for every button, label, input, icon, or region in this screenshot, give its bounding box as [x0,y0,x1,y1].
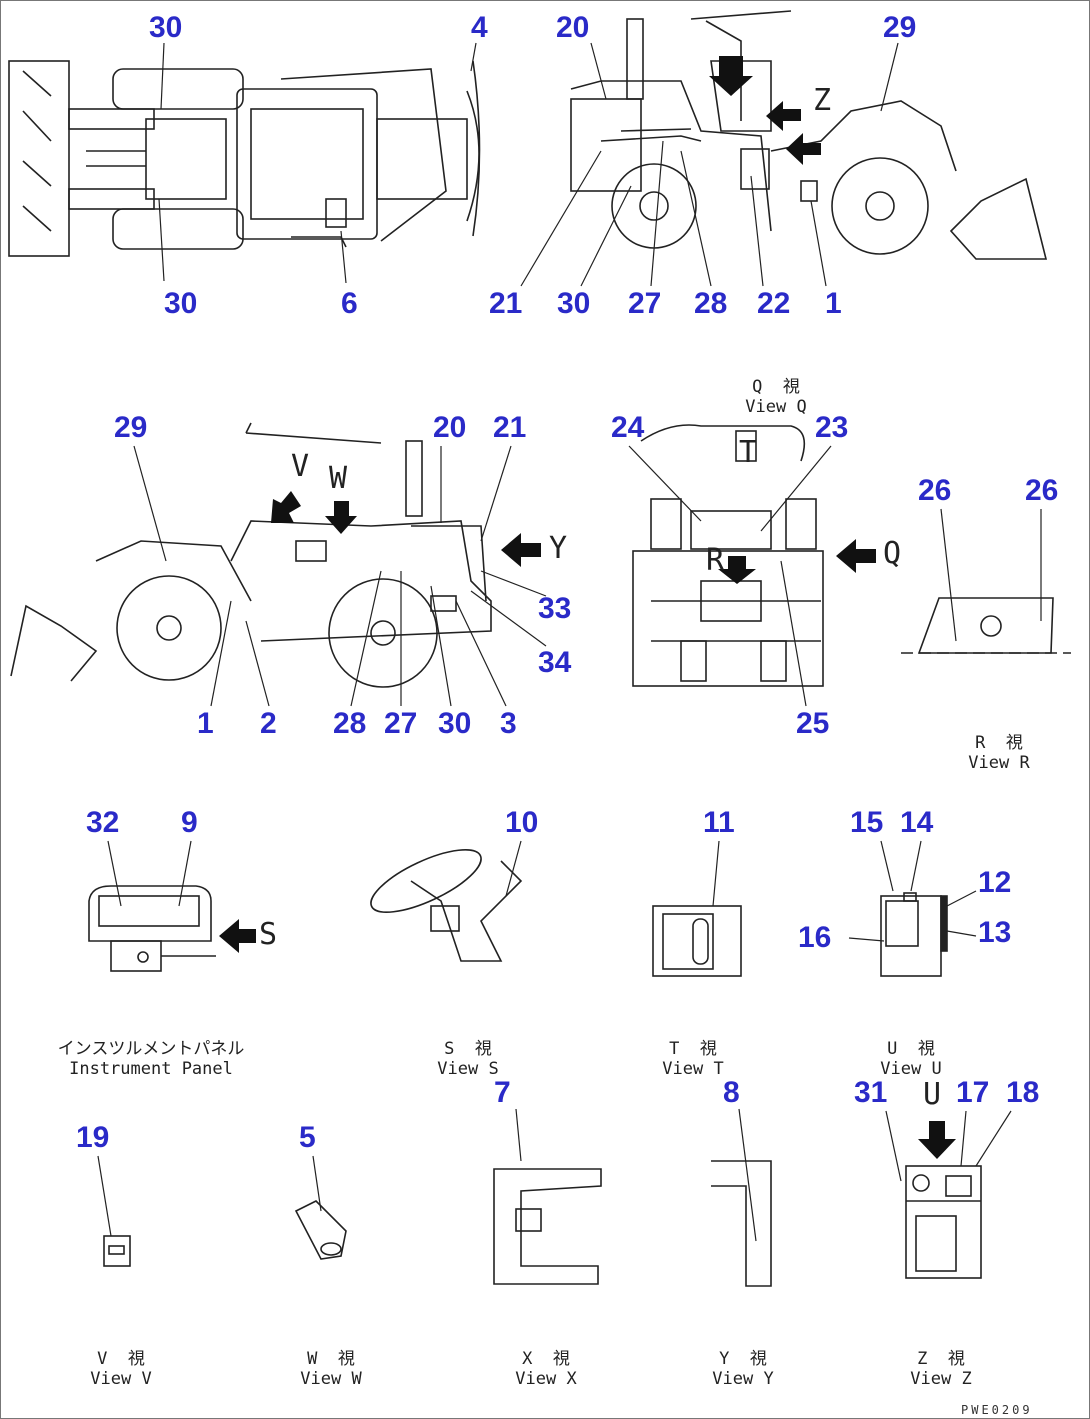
callout-16: 16 [798,921,832,954]
callout-1-q: 1 [825,287,842,320]
callout-9: 9 [181,806,198,839]
callout-8: 8 [723,1076,740,1109]
view-marker-v: V [291,449,310,484]
callout-21-q: 21 [489,287,523,320]
callout-22: 22 [757,287,791,320]
view-w-drawing [294,1200,347,1260]
callout-7: 7 [494,1076,511,1109]
callout-1-side: 1 [197,707,214,740]
arrow-y [501,533,541,567]
machine-right-side-view [570,10,1048,260]
callout-24: 24 [611,411,645,444]
view-marker-u: U [923,1077,942,1112]
callout-6: 6 [341,287,358,320]
callout-12: 12 [978,866,1012,899]
view-marker-s: S [259,917,278,952]
callout-20-side: 20 [433,411,467,444]
arrow-q-2 [766,101,801,131]
view-t-drawing [652,905,742,977]
callout-30-side: 30 [438,707,472,740]
callout-31: 31 [854,1076,888,1109]
view-arrows [219,56,956,1159]
view-marker-t: T [739,435,758,470]
callout-27-side: 27 [384,707,418,740]
arrow-s [219,919,256,953]
view-y-drawing [711,1160,772,1287]
view-marker-q: Q [883,536,902,571]
callout-30-bottom: 30 [164,287,198,320]
machine-left-side-view [10,422,492,688]
callout-3: 3 [500,707,517,740]
callout-32: 32 [86,806,120,839]
callout-29-side: 29 [114,411,148,444]
callout-5: 5 [299,1121,316,1154]
callout-29-q: 29 [883,11,917,44]
callout-30-q: 30 [557,287,591,320]
callout-2: 2 [260,707,277,740]
view-marker-y: Y [549,531,568,566]
callout-19: 19 [76,1121,110,1154]
callout-15: 15 [850,806,884,839]
leader-lines [97,42,1042,1242]
callout-18: 18 [1006,1076,1040,1109]
callout-25: 25 [796,707,830,740]
callout-26-left: 26 [918,474,952,507]
view-marker-z: Z [813,83,832,118]
callout-34: 34 [538,646,572,679]
callout-21-side: 21 [493,411,527,444]
arrow-w [325,501,357,534]
callout-20-q: 20 [556,11,590,44]
callout-30-top: 30 [149,11,183,44]
view-marker-r: R [706,543,725,578]
callout-26-right: 26 [1025,474,1059,507]
arrow-q-1 [709,56,753,96]
steering-column-drawing [370,849,523,962]
machine-top-view [8,60,481,257]
arrow-u [918,1121,956,1159]
callout-28-q: 28 [694,287,728,320]
arrow-r-side [836,539,876,573]
view-u-drawing [880,892,948,977]
drawing-code: PWE0209 [961,1403,1033,1417]
machine-rear-view [632,424,1071,687]
callout-17: 17 [956,1076,990,1109]
view-marker-w: W [329,461,348,496]
arrow-v [271,491,301,523]
callout-13: 13 [978,916,1012,949]
arrow-r-top [718,556,756,584]
arrow-q-3 [786,133,821,165]
instrument-panel-drawing [88,885,216,972]
callout-4: 4 [471,11,488,44]
view-z-drawing [905,1165,982,1279]
callout-10: 10 [505,806,539,839]
callout-14: 14 [900,806,934,839]
view-v-drawing [103,1235,131,1267]
view-x-drawing [493,1168,602,1285]
callout-23: 23 [815,411,849,444]
callout-27-q: 27 [628,287,662,320]
callout-28-side: 28 [333,707,367,740]
callout-11: 11 [703,806,735,839]
callout-33: 33 [538,592,572,625]
